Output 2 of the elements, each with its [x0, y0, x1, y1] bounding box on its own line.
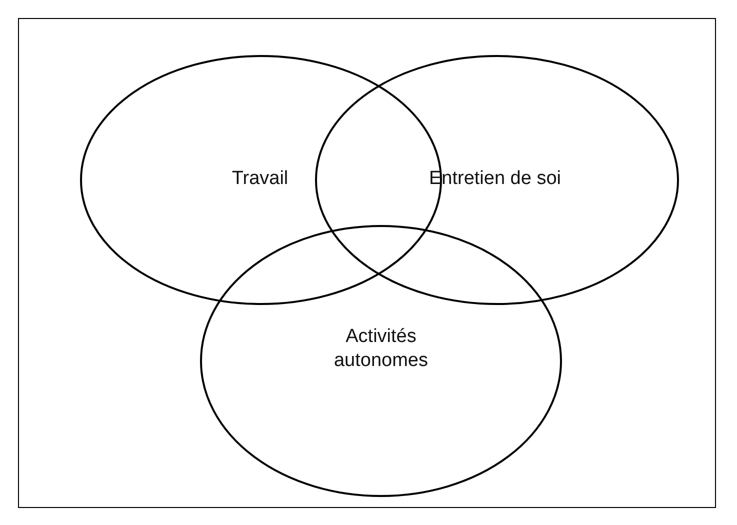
set-label: Activités autonomes: [332, 325, 429, 373]
set-label: Travail: [230, 167, 290, 191]
